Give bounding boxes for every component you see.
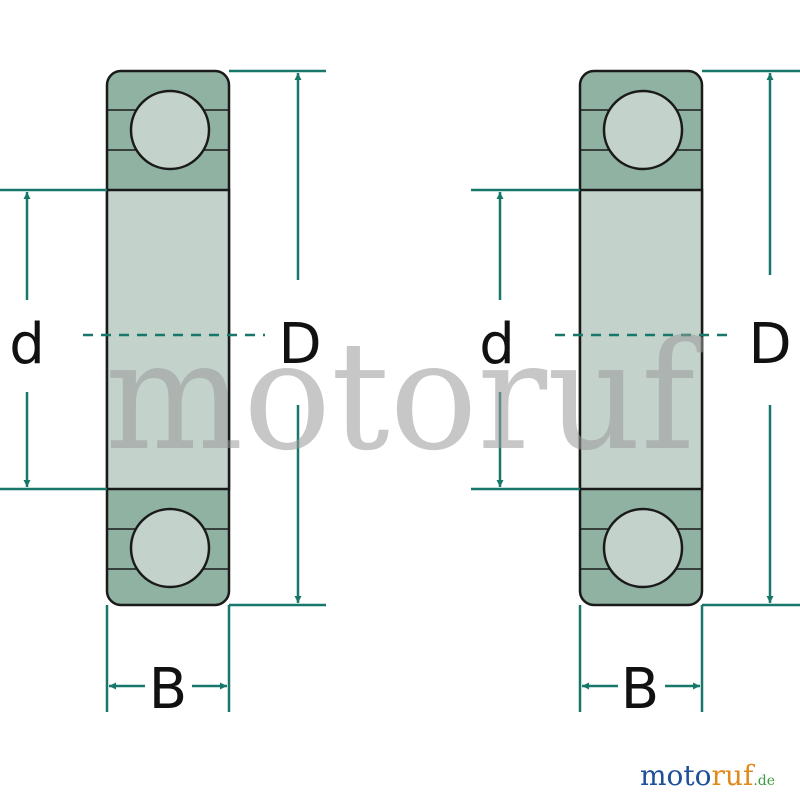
right-inner-diameter-label: d	[479, 312, 515, 377]
left-bearing-top-ball	[129, 89, 211, 171]
watermark-text: motoruf	[105, 310, 704, 484]
left-inner-diameter-label: d	[9, 312, 45, 377]
right-outer-diameter-label: D	[748, 312, 791, 377]
logo-text-ruf: ruf	[712, 759, 756, 792]
right-bearing-bore	[578, 188, 704, 491]
left-bearing-bore	[105, 188, 231, 491]
right-dimensions	[471, 69, 800, 712]
right-bearing-top-ball	[602, 89, 684, 171]
left-bearing-bottom-ball	[129, 507, 211, 589]
right-bearing-bottom-ball	[602, 507, 684, 589]
logo-text-moto: moto	[640, 759, 712, 792]
logo-text-suffix: .de	[753, 773, 775, 789]
right-bearing	[578, 69, 704, 607]
left-outer-diameter-label: D	[278, 312, 321, 377]
left-bearing	[105, 69, 231, 607]
left-dimensions	[0, 69, 326, 712]
right-width-label: B	[621, 657, 659, 722]
svg-text:motoruf.de: motoruf.de	[640, 759, 775, 792]
left-width-label: B	[149, 657, 187, 722]
motoruf-logo: motoruf.de	[640, 759, 775, 792]
